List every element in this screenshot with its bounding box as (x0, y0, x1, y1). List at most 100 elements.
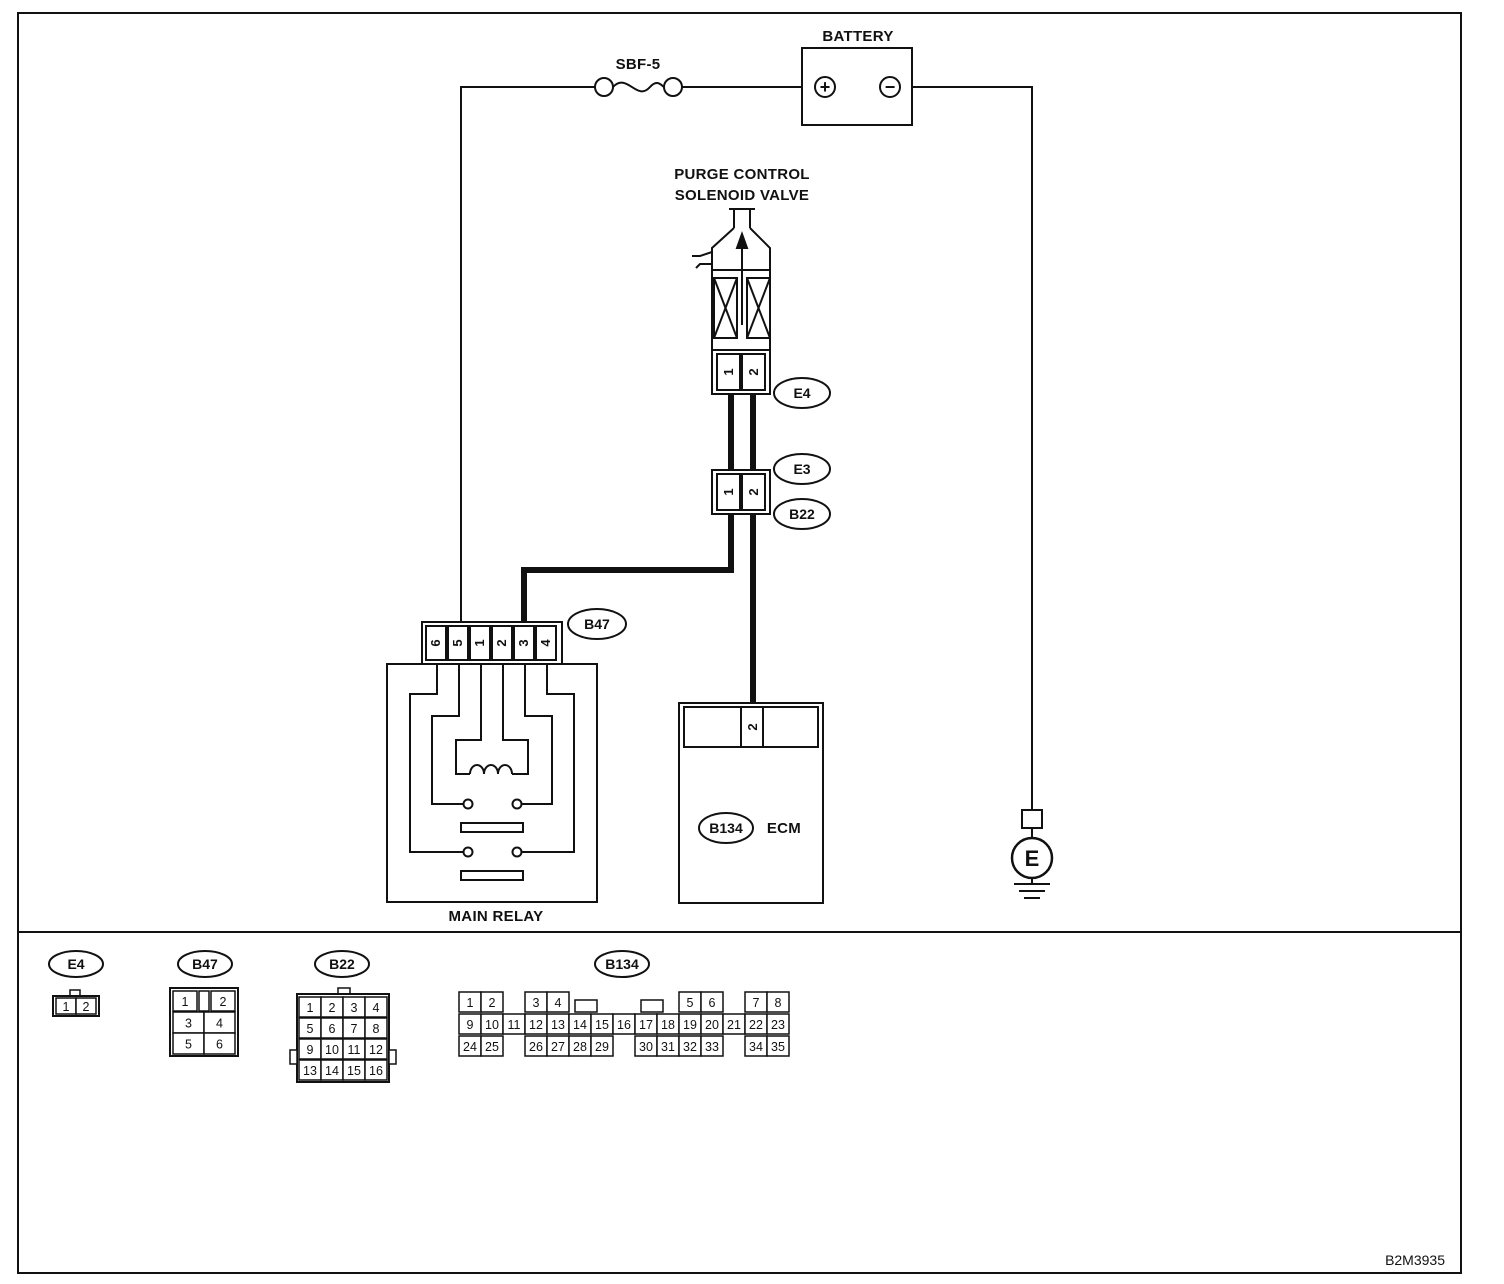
battery-label: BATTERY (822, 28, 893, 45)
b134-legend-pin: 11 (508, 1018, 521, 1032)
b47-legend-pin: 2 (220, 995, 227, 1009)
b134-legend-pin: 9 (467, 1018, 474, 1032)
b134-legend-pin: 20 (705, 1018, 719, 1032)
e4-callout-label: E4 (793, 385, 810, 401)
b134-legend-pin: 26 (529, 1040, 543, 1054)
b47-legend-pin: 1 (182, 995, 189, 1009)
b47-legend-cell (210, 990, 236, 1012)
b134-legend-cell (766, 991, 790, 1013)
b134-legend-pin: 7 (753, 996, 760, 1010)
b22-legend-pin: 12 (369, 1043, 383, 1057)
b22-legend-pin: 14 (325, 1064, 339, 1078)
b134-legend-cell (590, 1035, 614, 1057)
b134-legend-pin: 10 (485, 1018, 499, 1032)
fuse-sbf-5: SBF-5 (594, 56, 683, 97)
b22-callout-label: B22 (789, 506, 815, 522)
e3-callout (773, 453, 831, 485)
ecm: 2 B134 ECM (678, 702, 824, 904)
e3-b22-pin-2: 2 (746, 488, 761, 495)
b22-legend-label: B22 (329, 956, 355, 972)
b134-legend-pin: 6 (709, 996, 716, 1010)
b134-legend-pin: 17 (639, 1018, 653, 1032)
fuse-label: SBF-5 (616, 56, 661, 73)
e4-pin-2: 2 (746, 368, 761, 375)
b134-legend-pin: 31 (661, 1040, 675, 1054)
b47-key (198, 990, 210, 1012)
b134-legend-pin: 30 (639, 1040, 653, 1054)
wire-fuse-to-relay (460, 86, 595, 622)
b134-legend-pin: 34 (749, 1040, 763, 1054)
b47-pin-3: 3 (516, 639, 531, 646)
b47-legend-label: B47 (192, 956, 218, 972)
b22-callout (773, 498, 831, 530)
b134-legend-pin: 25 (485, 1040, 499, 1054)
b47-pin-4: 4 (538, 639, 553, 647)
b134-legend-cell (480, 991, 504, 1013)
b22-legend-pin: 6 (329, 1022, 336, 1036)
b22-legend-callout (314, 950, 370, 978)
b47-legend-callout (177, 950, 233, 978)
b22-legend-pin: 3 (351, 1001, 358, 1015)
e4-pin-1: 1 (721, 368, 736, 375)
e4-legend-callout (48, 950, 104, 978)
e4-callout (773, 377, 831, 409)
harness-wires (521, 394, 756, 706)
b134-callout (698, 812, 754, 844)
b22-legend-pin: 8 (373, 1022, 380, 1036)
e4-legend-pin: 1 (63, 1000, 70, 1014)
b47-legend-pin: 4 (216, 1017, 223, 1031)
valve-label-line1: PURGE CONTROL (674, 166, 810, 183)
ground-label: E (1025, 846, 1040, 871)
b22-legend-cell (364, 1038, 388, 1060)
b47-callout-label: B47 (584, 616, 610, 632)
b134-legend-pin: 19 (683, 1018, 697, 1032)
b134-legend-pin: 12 (529, 1018, 543, 1032)
battery: + − BATTERY (801, 28, 913, 126)
b134-legend-pin: 3 (533, 996, 540, 1010)
ecm-pin-2: 2 (745, 723, 760, 730)
b22-legend-pin: 9 (307, 1043, 314, 1057)
supply-circuit (460, 86, 1033, 810)
connector-e3-b22: 1 2 E3 B22 (711, 453, 831, 530)
main-relay: 6 5 1 2 3 4 B47 (386, 608, 627, 925)
b134-legend-pin: 33 (705, 1040, 719, 1054)
b22-legend-pin: 4 (373, 1001, 380, 1015)
b134-key-left (574, 999, 598, 1013)
valve-label-line2: SOLENOID VALVE (675, 187, 810, 204)
main-relay-body (386, 663, 598, 903)
b22-legend-cell (364, 996, 388, 1018)
b134-legend-pin: 24 (463, 1040, 477, 1054)
b134-legend-pin: 8 (775, 996, 782, 1010)
b134-legend-pin: 29 (595, 1040, 609, 1054)
b134-legend-cell (766, 1013, 790, 1035)
relay-internal-wiring (409, 664, 575, 853)
figure-code: B2M3935 (1385, 1252, 1445, 1268)
b47-pin-1: 1 (472, 639, 487, 646)
b47-callout (567, 608, 627, 640)
b47-pin-6: 6 (428, 639, 443, 646)
e3-b22-pin-1: 1 (721, 488, 736, 495)
b134-legend-label: B134 (605, 956, 639, 972)
b134-legend-pin: 21 (727, 1018, 741, 1032)
b22-legend-pin: 10 (325, 1043, 339, 1057)
b134-key-right (640, 999, 664, 1013)
wire-battery-to-ground (912, 86, 1033, 810)
b134-legend-pin: 23 (771, 1018, 785, 1032)
b22-legend-pin: 13 (303, 1064, 317, 1078)
e4-legend-label: E4 (67, 956, 84, 972)
e4-legend-pin: 2 (83, 1000, 90, 1014)
b22-legend-pin: 11 (348, 1043, 361, 1057)
b134-legend-pin: 2 (489, 996, 496, 1010)
b22-legend-pin: 15 (347, 1064, 361, 1078)
b47-legend-cell (172, 990, 198, 1012)
b134-legend-pin: 1 (467, 996, 474, 1010)
b134-legend-pin: 13 (551, 1018, 565, 1032)
b134-legend-pin: 14 (573, 1018, 587, 1032)
b22-legend-pin: 7 (351, 1022, 358, 1036)
e3-callout-label: E3 (793, 461, 810, 477)
b134-legend-pin: 4 (555, 996, 562, 1010)
battery-minus-icon: − (885, 77, 896, 97)
main-relay-label: MAIN RELAY (449, 908, 544, 925)
